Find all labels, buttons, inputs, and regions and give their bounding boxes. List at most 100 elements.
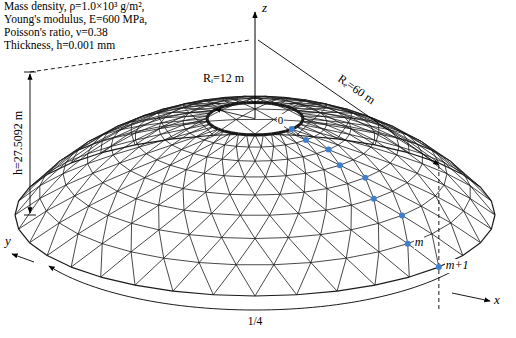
mesh-member: [300, 122, 302, 125]
mesh-member: [393, 191, 422, 206]
mesh-member: [19, 173, 47, 201]
mesh-member: [379, 252, 409, 277]
mesh-member: [204, 159, 222, 173]
mesh-member: [378, 223, 379, 251]
mesh-member: [270, 99, 280, 103]
mesh-member: [402, 206, 421, 215]
mesh-member: [421, 206, 450, 223]
mesh-member: [238, 147, 248, 161]
mesh-member: [255, 135, 261, 147]
mesh-member: [274, 265, 297, 295]
mesh-member: [408, 141, 410, 153]
mesh-member: [311, 113, 321, 122]
mesh-member: [298, 210, 326, 213]
mesh-member: [181, 150, 193, 154]
mesh-member: [222, 215, 241, 237]
mesh-member: [146, 154, 156, 160]
mesh-member: [272, 161, 286, 176]
mesh-member: [297, 263, 311, 295]
mesh-member: [164, 258, 173, 291]
mesh-member: [131, 124, 132, 132]
mesh-member: [71, 234, 78, 267]
mesh-member: [158, 112, 159, 117]
mesh-member: [19, 187, 30, 201]
mesh-member: [87, 154, 88, 164]
mesh-member: [402, 215, 408, 243]
mesh-member: [40, 198, 47, 211]
mesh-member: [270, 102, 289, 110]
mesh-member: [311, 258, 346, 262]
material-note: Thickness, h=0.001 mm: [4, 39, 115, 52]
mesh-member: [435, 185, 444, 196]
mesh-member: [432, 234, 439, 267]
mesh-member: [326, 107, 351, 117]
mesh-member: [102, 223, 131, 243]
mesh-member: [222, 238, 237, 265]
material-note: Young's modulus, E=600 MPa,: [4, 13, 147, 26]
mesh-member: [222, 145, 224, 159]
mesh-member: [444, 174, 447, 185]
mesh-member: [325, 129, 350, 134]
mesh-member: [131, 132, 135, 144]
mesh-member: [271, 133, 279, 134]
mesh-member: [184, 192, 206, 210]
mesh-member: [255, 108, 288, 110]
mesh-member: [321, 230, 351, 235]
mesh-member: [351, 230, 379, 252]
mesh-member: [139, 134, 160, 147]
mesh-member: [225, 145, 237, 146]
mesh-member: [240, 195, 255, 215]
mesh-member: [47, 163, 71, 175]
mesh-member: [286, 173, 306, 175]
mesh-member: [19, 211, 47, 229]
mesh-member: [249, 147, 255, 161]
mesh-member: [327, 189, 351, 206]
mesh-member: [183, 104, 184, 107]
mesh-member: [157, 160, 170, 165]
axis-label: z: [262, 1, 267, 16]
mesh-member: [213, 265, 236, 295]
mesh-member: [210, 124, 214, 127]
mesh-member: [63, 174, 66, 185]
mesh-member: [324, 170, 327, 189]
mesh-member: [274, 263, 311, 265]
mesh-member: [324, 170, 348, 184]
mesh-member: [444, 162, 470, 185]
mesh-member: [132, 199, 137, 224]
mesh-member: [249, 135, 255, 147]
mesh-member: [255, 194, 280, 196]
mesh-member: [183, 173, 204, 188]
mesh-member: [207, 157, 222, 159]
mesh-member: [365, 178, 392, 192]
mesh-member: [132, 118, 159, 124]
mesh-member: [66, 173, 93, 185]
mesh-member: [164, 126, 173, 139]
mesh-member: [71, 153, 101, 163]
mesh-member: [285, 145, 303, 157]
mesh-member: [236, 134, 238, 146]
inner-radius-line: [216, 109, 255, 118]
mesh-member: [230, 177, 245, 194]
mesh-member: [214, 143, 225, 145]
mesh-member: [375, 277, 409, 285]
mesh-member: [59, 196, 74, 223]
mesh-member: [29, 161, 59, 187]
mesh-member: [286, 176, 304, 192]
mesh-member: [199, 263, 213, 295]
mesh-member: [340, 165, 365, 177]
mesh-member: [417, 164, 422, 174]
mesh-member: [102, 124, 131, 140]
node-index: m: [414, 236, 425, 250]
mesh-member: [371, 147, 390, 163]
mesh-member: [261, 135, 263, 147]
mesh-member: [199, 263, 236, 265]
mesh-member: [327, 184, 348, 189]
mesh-member: [288, 213, 298, 237]
mesh-member: [236, 265, 255, 296]
mesh-member: [236, 146, 238, 160]
mesh-member: [303, 154, 317, 157]
mesh-member: [213, 134, 255, 135]
mesh-member: [131, 223, 132, 251]
mesh-member: [108, 191, 117, 215]
mesh-member: [15, 186, 40, 215]
